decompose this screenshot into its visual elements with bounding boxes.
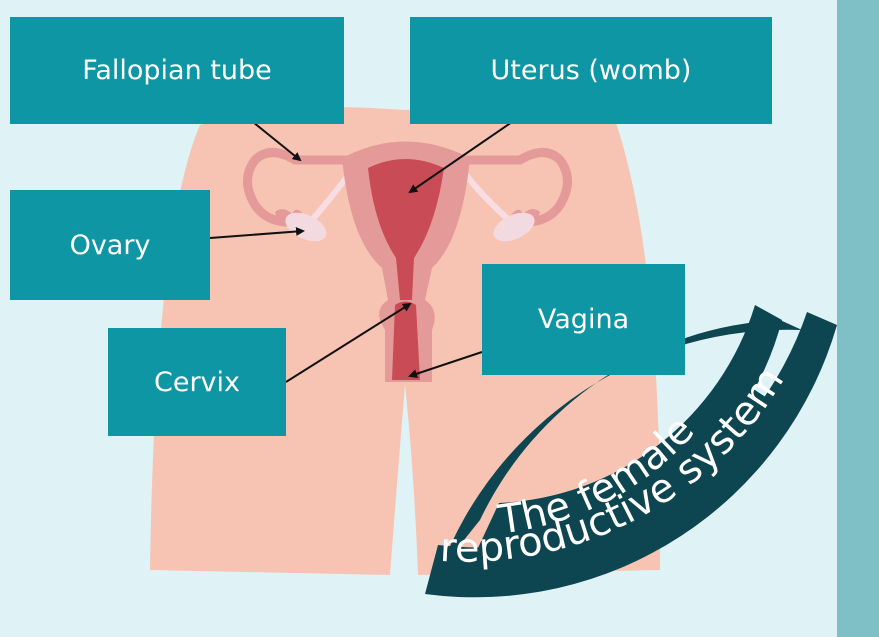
side-panel <box>837 0 879 637</box>
label-ovary: Ovary <box>10 190 210 300</box>
label-fallopian-tube: Fallopian tube <box>10 17 344 124</box>
label-vagina: Vagina <box>482 264 685 375</box>
label-fallopian-tube-text: Fallopian tube <box>82 55 271 86</box>
label-cervix-text: Cervix <box>154 367 240 398</box>
label-ovary-text: Ovary <box>70 230 151 261</box>
label-vagina-text: Vagina <box>538 304 629 335</box>
label-uterus-text: Uterus (womb) <box>491 55 692 86</box>
label-cervix: Cervix <box>108 328 286 436</box>
label-uterus: Uterus (womb) <box>410 17 772 124</box>
